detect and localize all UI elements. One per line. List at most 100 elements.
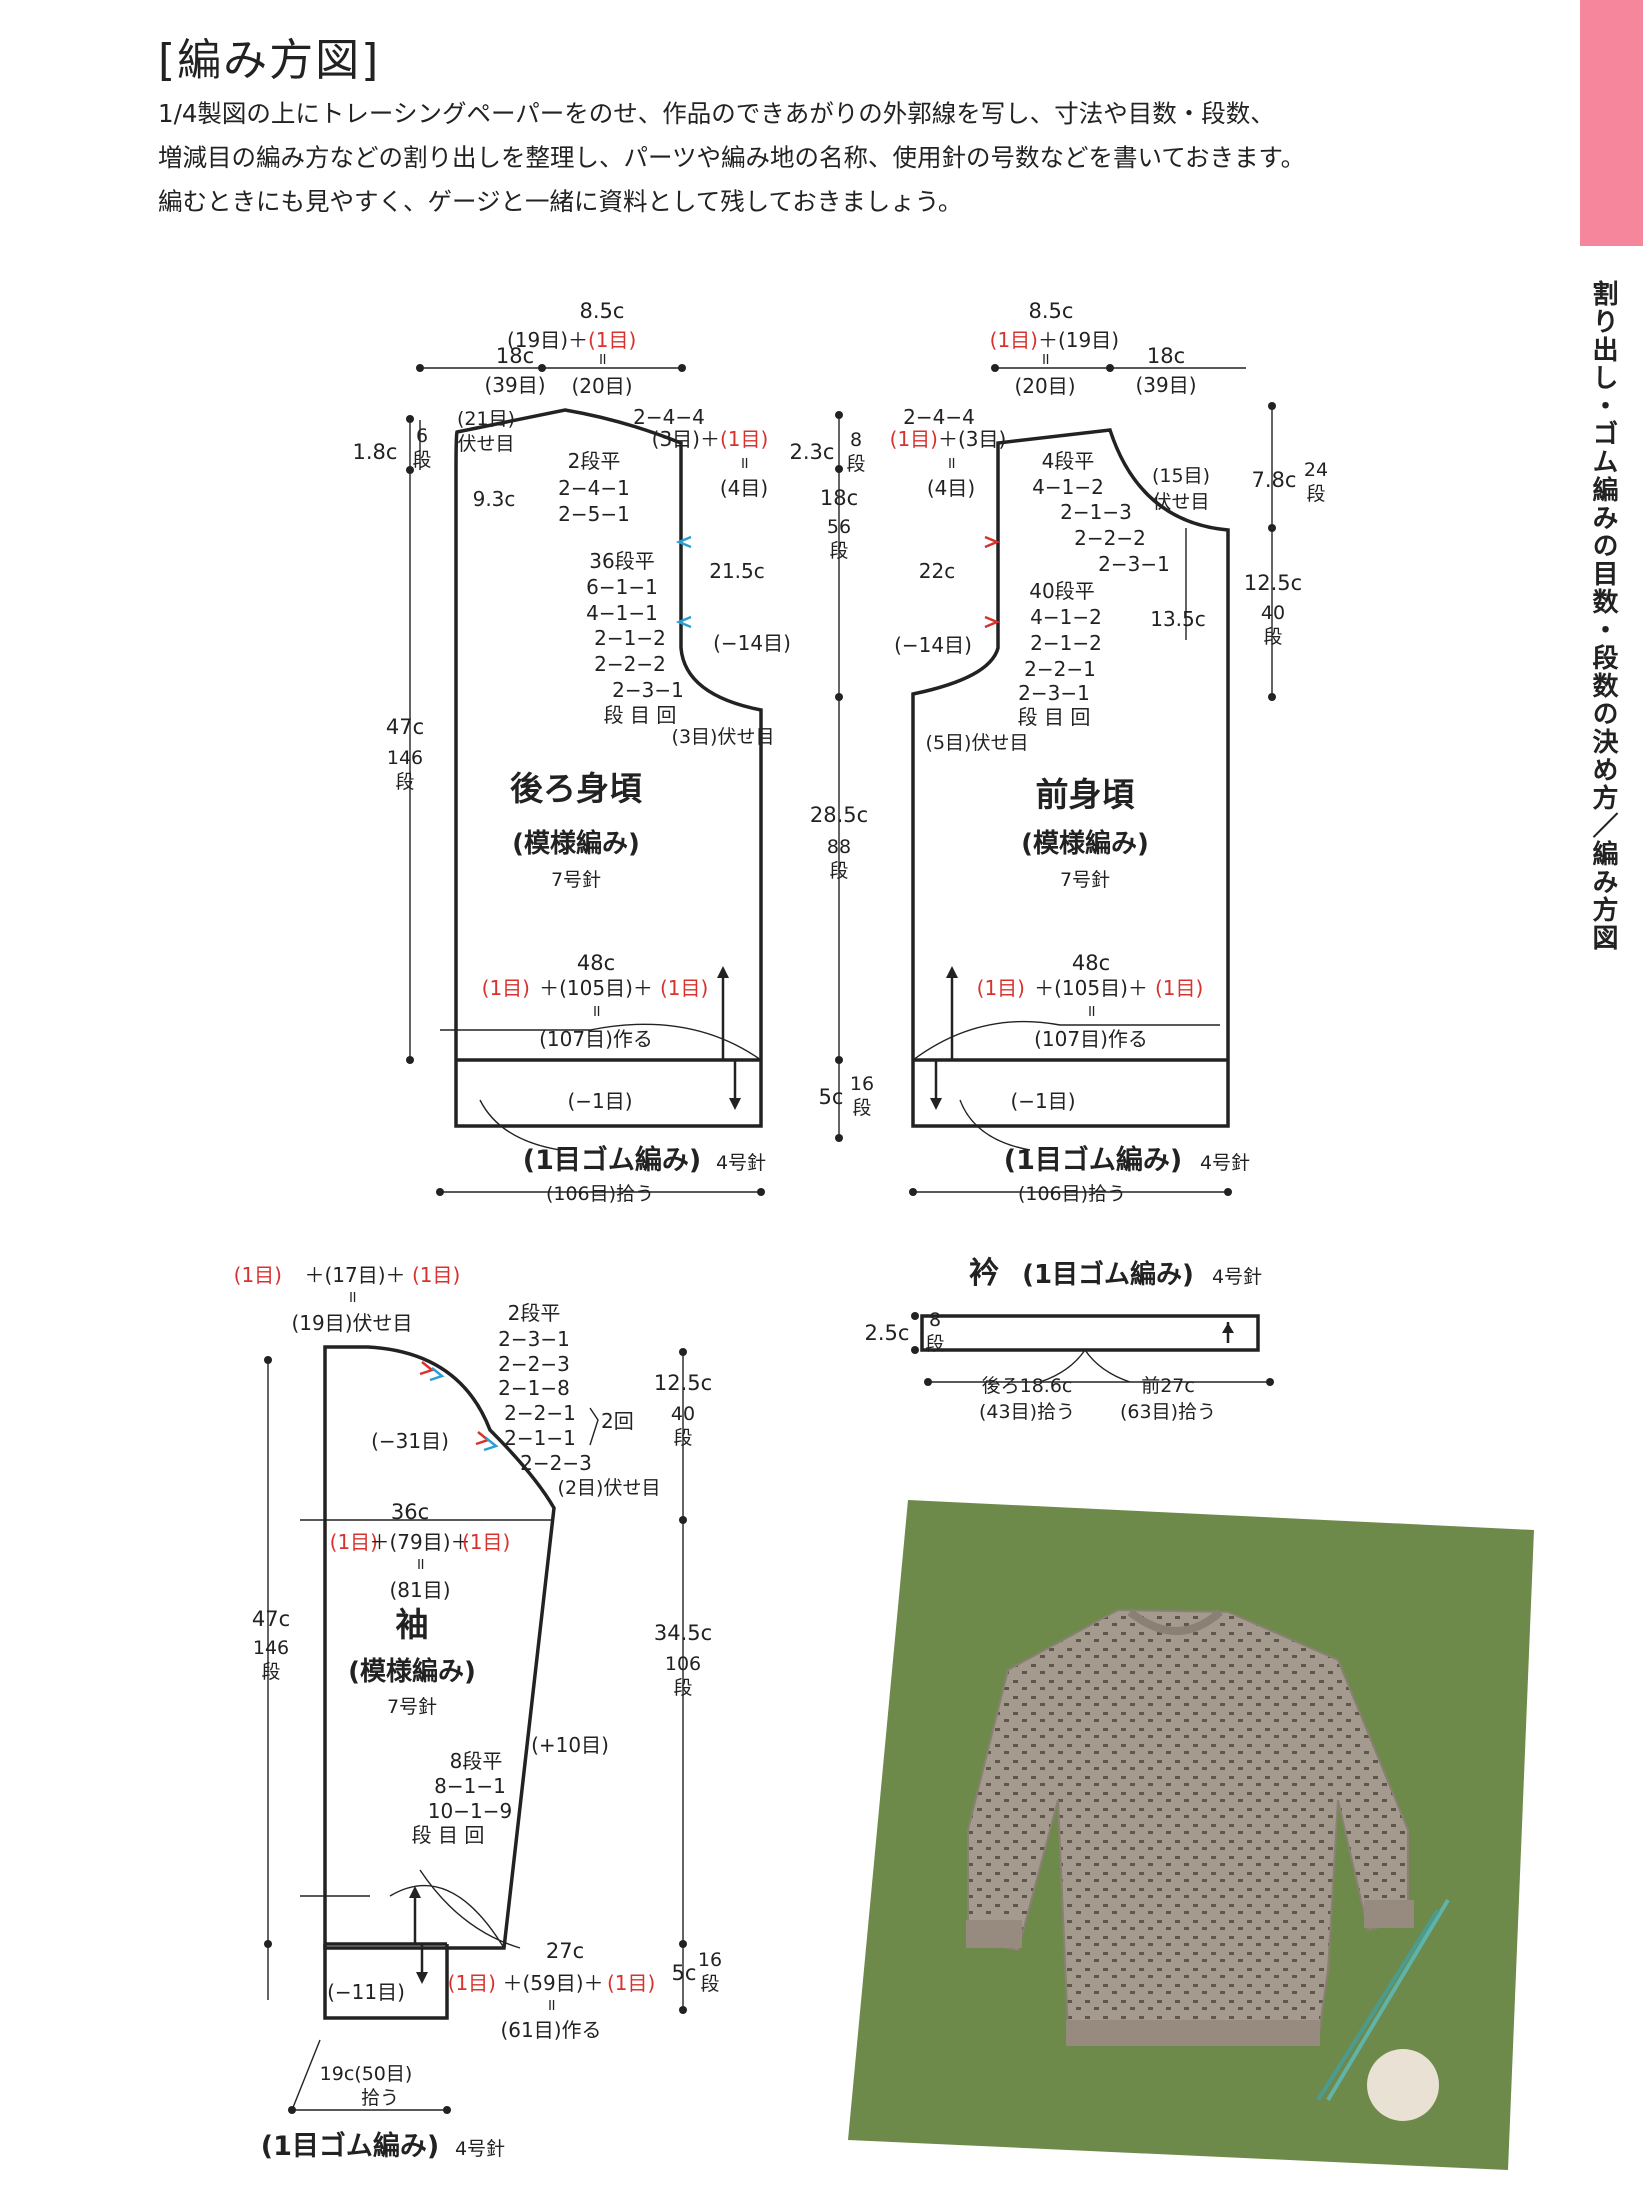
front-neck-dec-2: 2−1−3 bbox=[1060, 500, 1132, 524]
front-neck-stitches: (39目) bbox=[1135, 373, 1196, 397]
sleeve-cap-dec-5: 2−1−1 bbox=[504, 1426, 576, 1450]
collar-back-pickup: (43目)拾う bbox=[979, 1401, 1075, 1423]
sleeve-cuff-b: ＋(59目)＋ bbox=[502, 1971, 603, 1995]
sleeve-needle: 7号針 bbox=[387, 1696, 437, 1718]
front-shoulder-sa: (1目) bbox=[890, 427, 938, 451]
back-armhole-total: (−14目) bbox=[713, 631, 791, 655]
front-cast-b: ＋(105目)＋ bbox=[1034, 976, 1148, 1000]
sleeve-width: 36c bbox=[391, 1500, 429, 1524]
front-neck-bind2: 伏せ目 bbox=[1152, 491, 1209, 513]
back-armhole-len: 21.5c bbox=[709, 559, 765, 583]
sleeve-top-b: ＋(17目)＋ bbox=[304, 1263, 405, 1287]
sleeve-w-a: (1目) bbox=[330, 1530, 378, 1554]
center-b-rows: 88 bbox=[827, 836, 851, 858]
back-shoulder-eq: ॥ bbox=[739, 453, 749, 472]
center-a-dan: 段 bbox=[829, 540, 848, 562]
front-lower-len: 12.5c bbox=[1244, 571, 1302, 595]
sleeve-length-dan: 段 bbox=[261, 1661, 280, 1683]
front-needle: 7号針 bbox=[1060, 869, 1110, 891]
back-pickup: (106目)拾う bbox=[546, 1183, 654, 1205]
front-rib-name: (1目ゴム編み) bbox=[1004, 1144, 1182, 1176]
sleeve-w-b: ＋(79目)＋ bbox=[369, 1530, 470, 1554]
front-cast-eq: ॥ bbox=[1086, 1001, 1096, 1020]
back-length: 47c bbox=[386, 715, 424, 739]
sleeve-name: 袖 bbox=[396, 1605, 429, 1644]
collar-rib-name: (1目ゴム編み) bbox=[1022, 1259, 1194, 1290]
back-neck-dec-1: 2−4−1 bbox=[558, 476, 630, 500]
back-neck-stitches: (39目) bbox=[484, 373, 545, 397]
sleeve-rib-dec: (−11目) bbox=[327, 1980, 405, 2004]
sleeve-inc-1: 8−1−1 bbox=[434, 1774, 506, 1798]
sleeve-cuff-width: 27c bbox=[546, 1939, 584, 1963]
back-shoulder-width: 8.5c bbox=[580, 299, 625, 323]
back-neck-bind: (21目) bbox=[457, 408, 515, 430]
back-cast-eq: ॥ bbox=[591, 1001, 601, 1020]
front-shoulder-a: (1目) bbox=[990, 328, 1038, 352]
front-pattern: (模様編み) bbox=[1021, 828, 1149, 859]
sleeve-pickup: 拾う bbox=[361, 2087, 399, 2109]
back-neck-dan: 段 bbox=[412, 449, 431, 471]
front-shoulder-total: (20目) bbox=[1014, 374, 1075, 398]
back-name: 後ろ身頃 bbox=[510, 769, 642, 808]
sleeve-top-bind: (19目)伏せ目 bbox=[291, 1311, 412, 1335]
side-label: 割り出し・ゴム編みの目数・段数の決め方／編み方図 bbox=[1588, 280, 1618, 952]
front-neck-rows: 24 bbox=[1304, 459, 1328, 481]
sleeve-cap-bind: (2目)伏せ目 bbox=[558, 1477, 661, 1499]
center-rib-len: 5c bbox=[819, 1085, 844, 1109]
front-neck-side: 13.5c bbox=[1150, 607, 1206, 631]
back-needle: 7号針 bbox=[551, 869, 601, 891]
sleeve-length: 47c bbox=[252, 1607, 290, 1631]
collar-needle: 4号針 bbox=[1212, 1266, 1262, 1288]
center-armhole-rows: 8 bbox=[850, 429, 862, 451]
sleeve-body-len: 34.5c bbox=[654, 1621, 712, 1645]
front-neck-dec-1: 4−1−2 bbox=[1032, 475, 1104, 499]
front-shoulder-b: ＋(19目) bbox=[1038, 328, 1119, 352]
intro-line: 1/4製図の上にトレーシングペーパーをのせ、作品のできあがりの外郭線を写し、寸法… bbox=[158, 99, 1275, 128]
front-neck-dec-3: 2−2−2 bbox=[1074, 526, 1146, 550]
center-armhole-depth: 2.3c bbox=[790, 440, 835, 464]
front-cast-c: (1目) bbox=[1155, 976, 1203, 1000]
sleeve-pickup-width: 19c(50目) bbox=[320, 2063, 413, 2085]
back-cast-a: (1目) bbox=[482, 976, 530, 1000]
center-a-rows: 56 bbox=[827, 516, 851, 538]
front-shoulder-sb: ＋(3目) bbox=[938, 427, 1006, 451]
sleeve-cuff-c: (1目) bbox=[607, 1971, 655, 1995]
center-b-len: 28.5c bbox=[810, 803, 868, 827]
back-cast-c: (1目) bbox=[660, 976, 708, 1000]
back-shoulder-extra: (1目) bbox=[588, 328, 636, 352]
back-armhole-dec-2: 4−1−1 bbox=[586, 601, 658, 625]
sleeve-cap-len: 12.5c bbox=[654, 1371, 712, 1395]
back-neck-curve: 9.3c bbox=[473, 487, 516, 511]
front-eq: ॥ bbox=[1040, 349, 1050, 368]
sleeve-cap-rows: 40 bbox=[671, 1403, 695, 1425]
back-cast-on: (107目)作る bbox=[539, 1027, 653, 1051]
sleeve-w-total: (81目) bbox=[389, 1578, 450, 1602]
front-armhole-total: (−14目) bbox=[894, 633, 972, 657]
sleeve-top-eq: ॥ bbox=[347, 1287, 357, 1306]
front-shoulder-width: 8.5c bbox=[1029, 299, 1074, 323]
sleeve-body-rows: 106 bbox=[665, 1653, 701, 1675]
back-neck-dec-0: 2段平 bbox=[568, 449, 621, 473]
sleeve-cap-dec-6: 2−2−3 bbox=[520, 1451, 592, 1475]
front-armhole-dec-5: 段 目 回 bbox=[1018, 705, 1091, 729]
sleeve-cap-total: (−31目) bbox=[371, 1429, 449, 1453]
collar-back-width: 後ろ18.6c bbox=[982, 1375, 1073, 1397]
collar-dan: 段 bbox=[925, 1333, 944, 1355]
sweater-photo bbox=[848, 1500, 1534, 2170]
sleeve-length-rows: 146 bbox=[253, 1637, 289, 1659]
sleeve-rib-needle: 4号針 bbox=[455, 2138, 505, 2160]
collar-rect bbox=[920, 1314, 1260, 1352]
sleeve-cap-dec-0: 2段平 bbox=[508, 1301, 561, 1325]
collar-rows: 8 bbox=[929, 1309, 941, 1331]
front-shoulder-dec: 2−4−4 bbox=[903, 405, 975, 429]
back-shoulder-total: (20目) bbox=[571, 374, 632, 398]
collar-height: 2.5c bbox=[865, 1321, 910, 1345]
back-length-rows: 146 bbox=[387, 747, 423, 769]
front-cast-on: (107目)作る bbox=[1034, 1027, 1148, 1051]
sleeve-cuff-a: (1目) bbox=[448, 1971, 496, 1995]
sleeve-rib-dan: 段 bbox=[700, 1973, 719, 1995]
sleeve-top-c: (1目) bbox=[412, 1263, 460, 1287]
center-b-dan: 段 bbox=[829, 860, 848, 882]
sleeve-cuff-rib bbox=[323, 1944, 449, 2020]
